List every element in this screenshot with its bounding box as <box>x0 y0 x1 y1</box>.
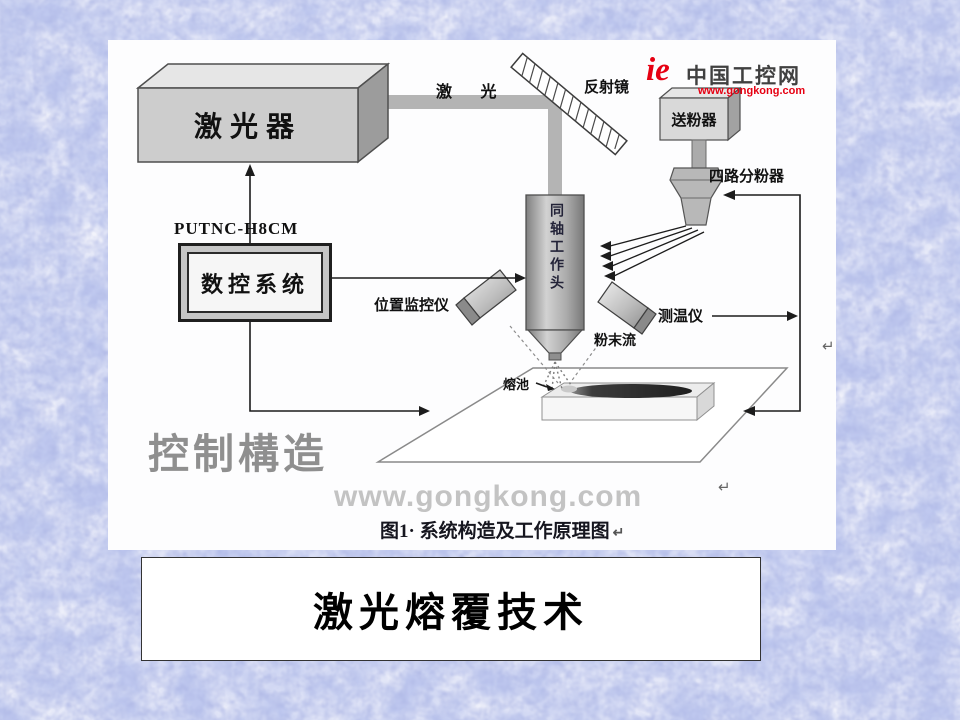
figure-caption-text: 图1· 系统构造及工作原理图 <box>380 521 610 542</box>
cnc-system-label: 数控系统 <box>200 271 309 297</box>
control-structure-label: 控制構造 <box>148 431 328 477</box>
thermometer-box <box>597 281 657 335</box>
laser-device-box <box>135 62 391 164</box>
powder-flow-label: 粉末流 <box>594 332 636 348</box>
mirror-label: 反射镜 <box>584 79 630 96</box>
melt-pool-label: 熔池 <box>503 377 530 392</box>
laser-beam-horizontal <box>388 95 566 109</box>
coaxial-head-label: 同轴工作头 <box>549 203 565 293</box>
return-mark-icon: ↵ <box>822 338 835 355</box>
nozzle-tip <box>548 352 562 361</box>
laser-beam-label: 激 光 <box>436 84 509 101</box>
powder-splitter-label: 四路分粉器 <box>709 168 785 185</box>
laser-device-label: 激光器 <box>193 111 302 142</box>
gongkong-watermark: www.gongkong.com <box>334 480 643 513</box>
melt-pool-spot <box>561 385 577 393</box>
diagram-panel: 激光器 激 光 反射镜 ie 中国工控网 www.gongkong.com 送粉… <box>108 40 836 550</box>
position-monitor-label: 位置监控仪 <box>374 297 450 314</box>
powder-splitter-funnel <box>669 167 723 226</box>
thermometer-label: 测温仪 <box>658 308 704 325</box>
coaxial-head-cylinder <box>525 194 585 331</box>
position-monitor-box <box>455 269 517 326</box>
coaxial-head-nozzle <box>526 329 584 354</box>
gongkong-logo-brand: 中国工控网 <box>686 65 801 88</box>
cnc-system-box: 数控系统 <box>178 243 332 322</box>
return-mark-icon: ↵ <box>612 524 625 540</box>
powder-tube-arrowheads <box>600 241 615 281</box>
control-lines <box>249 175 801 412</box>
return-mark-icon: ↵ <box>718 479 731 496</box>
monitor-sight-lines <box>509 325 607 384</box>
powder-tubes <box>609 225 705 277</box>
figure-caption: 图1· 系统构造及工作原理图↵ <box>380 516 624 543</box>
slide-title-box: 激光熔覆技术 <box>141 557 761 661</box>
cnc-system-box-inner: 数控系统 <box>187 252 323 313</box>
gongkong-logo-url: www.gongkong.com <box>698 85 806 97</box>
mirror-shape <box>510 52 628 156</box>
slide-title: 激光熔覆技术 <box>313 590 589 635</box>
gongkong-logo-icon: ie <box>646 52 670 88</box>
diagram-artwork <box>135 52 801 463</box>
melt-pool-track <box>570 384 692 398</box>
cnc-model-label: PUTNC-H8CM <box>174 219 299 238</box>
powder-feeder-label: 送粉器 <box>671 111 717 129</box>
laser-beam-vertical <box>548 102 562 195</box>
feeder-connector <box>691 139 707 169</box>
control-arrowheads <box>245 164 798 416</box>
